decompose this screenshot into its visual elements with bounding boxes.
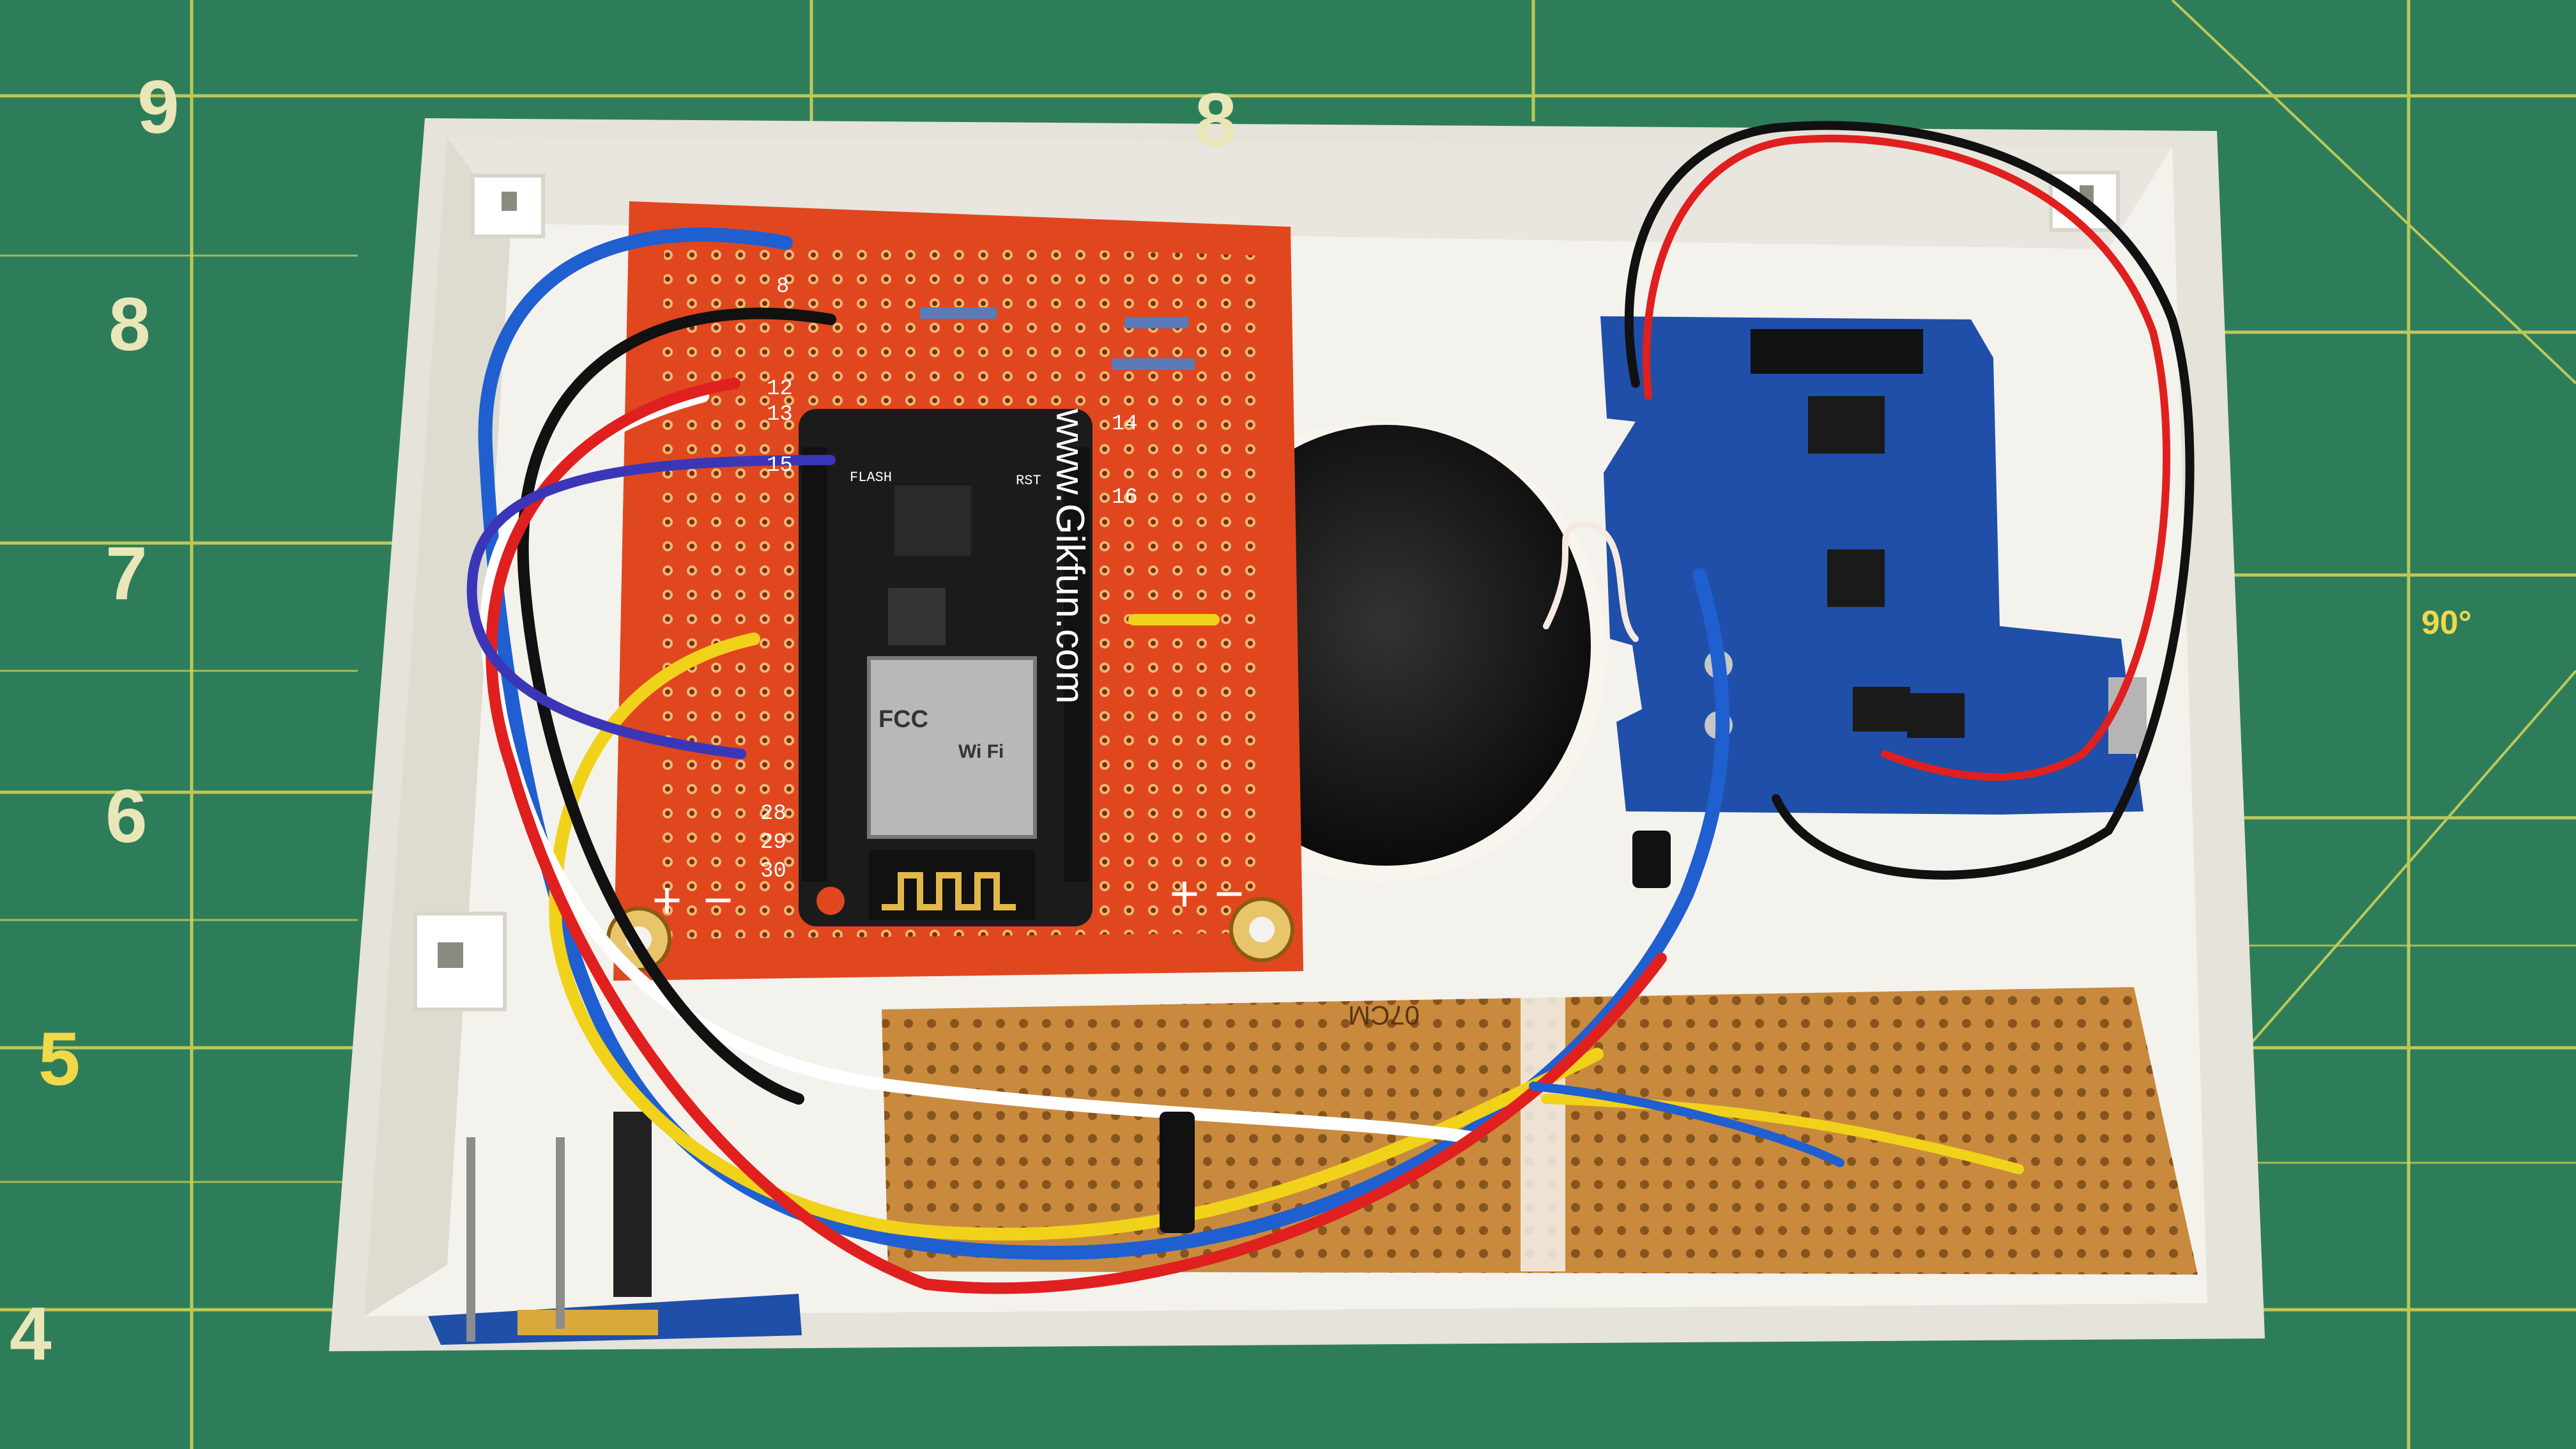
cutting-mat-ticks — [0, 254, 2576, 1183]
board-row-number: 16 — [1112, 486, 1138, 510]
board-plus-left: + — [652, 875, 683, 933]
perfboard-label: 07CM — [1348, 1000, 1420, 1031]
mat-angle-label: 90° — [2421, 604, 2472, 641]
mat-number-4: 4 — [10, 1292, 52, 1376]
mcu-rst-label: RST — [1016, 473, 1041, 489]
board-url-text: www.Gikfun.com — [1048, 409, 1092, 704]
resistor-row — [920, 307, 1195, 370]
mat-number-6: 6 — [105, 774, 148, 859]
board-minus-right: − — [1214, 869, 1245, 927]
small-display-board — [428, 1112, 802, 1345]
board-row-number: 15 — [767, 454, 793, 478]
board-row-number: 30 — [760, 859, 786, 884]
perfboard — [882, 987, 2198, 1275]
microcontroller-module — [799, 409, 1092, 926]
mat-number-7: 7 — [105, 532, 148, 616]
board-row-number: 14 — [1112, 412, 1138, 436]
wire-bundle — [466, 121, 2195, 1294]
board-row-number: 29 — [760, 831, 786, 855]
cable-tie — [1160, 831, 1671, 1233]
board-row-number: 28 — [760, 802, 786, 826]
mcu-fcc-label: FCC — [878, 706, 929, 733]
board-minus-left: − — [703, 875, 734, 933]
board-plus-right: + — [1169, 869, 1200, 927]
mat-number-5: 5 — [38, 1017, 80, 1101]
mat-number-8: 8 — [109, 282, 151, 367]
board-row-number: 12 — [767, 377, 793, 401]
mcu-wifi-label: Wi Fi — [958, 741, 1004, 762]
board-row-number: 13 — [767, 402, 793, 427]
mcu-flash-label: FLASH — [850, 470, 893, 486]
board-row-number: 8 — [776, 275, 790, 299]
mat-number-9: 9 — [137, 65, 180, 150]
mat-number-8-top: 8 — [1195, 78, 1237, 162]
charger-board — [1600, 316, 2147, 815]
